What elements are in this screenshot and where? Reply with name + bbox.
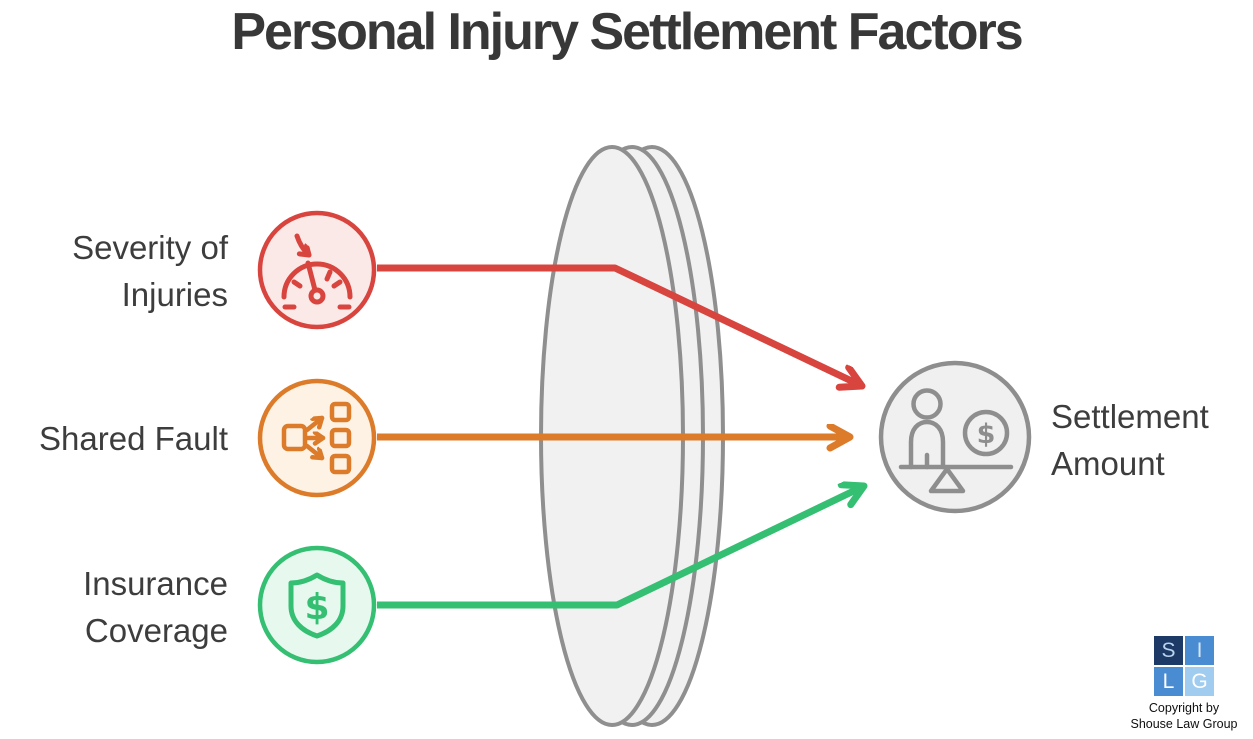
- person-head: [911, 388, 943, 420]
- copyright-text: Copyright by Shouse Law Group: [1094, 700, 1253, 732]
- company-logo: S I L G: [1154, 636, 1214, 696]
- outcome-label-settlement-amount: Settlement Amount: [1051, 398, 1209, 482]
- logo-tile-i: I: [1185, 636, 1214, 665]
- logo-tile-g: G: [1185, 667, 1214, 696]
- shield-dollar-glyph: $: [304, 587, 329, 628]
- factor-label-severity-of-injuries: Severity of Injuries: [72, 229, 228, 313]
- logo-tile-s: S: [1154, 636, 1183, 665]
- fault-distribution-icon: [257, 378, 377, 498]
- gauge-impact-icon: [257, 210, 377, 330]
- shield-dollar-icon: $: [257, 545, 377, 665]
- money-coin: [962, 409, 1010, 457]
- coin-dollar-glyph: $: [977, 419, 996, 450]
- factor-label-shared-fault: Shared Fault: [39, 420, 228, 457]
- connector-arrow-severity: [377, 264, 862, 386]
- factor-label-insurance-coverage: Insurance Coverage: [83, 565, 228, 649]
- page-title: Personal Injury Settlement Factors: [231, 3, 1023, 61]
- balance-person-money-icon: $: [878, 360, 1032, 514]
- person-body: [908, 419, 946, 470]
- balance-fulcrum: [928, 466, 966, 494]
- connector-arrow-insurance: [377, 486, 864, 609]
- copyright-line-1: Copyright by: [1148, 701, 1220, 715]
- logo-tile-l: L: [1154, 667, 1183, 696]
- copyright-line-2: Shouse Law Group: [1130, 717, 1238, 731]
